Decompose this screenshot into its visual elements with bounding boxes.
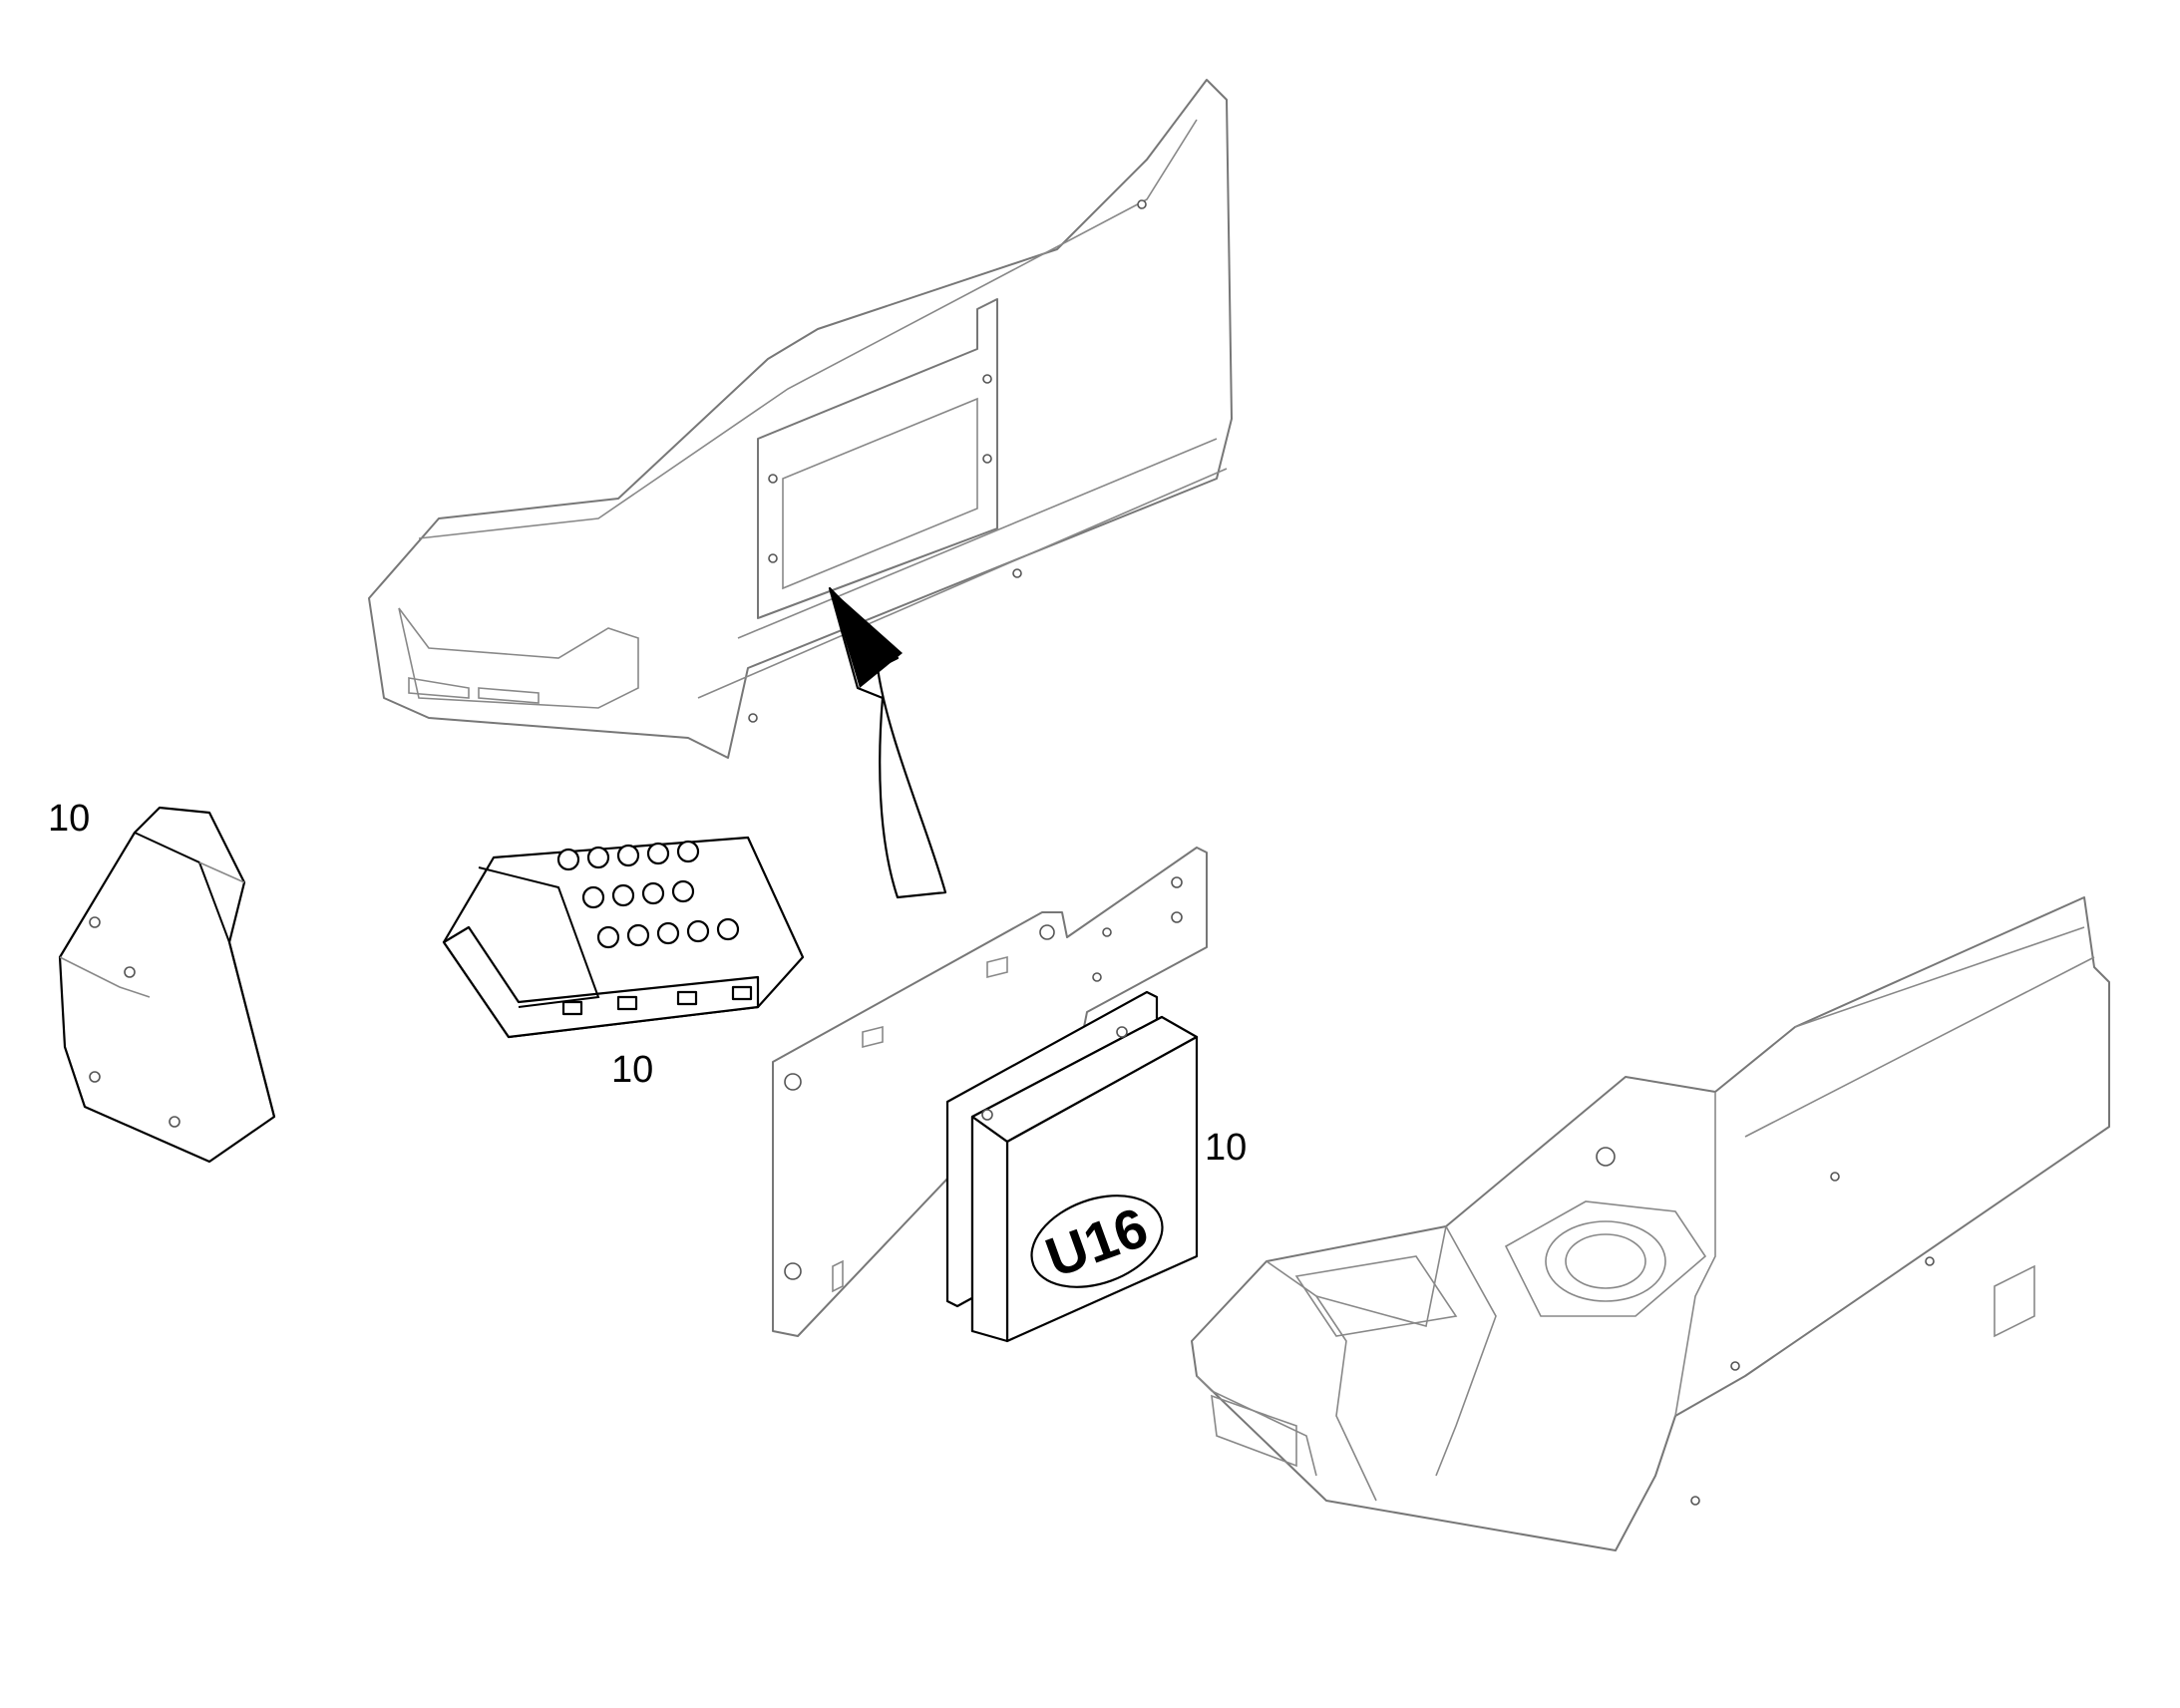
assembly-arrow [828,586,947,899]
callout-u16-module: 10 [1205,1127,1247,1169]
lower-dashboard-console [1191,896,2110,1551]
u16-label-oval [1030,1195,1164,1288]
callout-cover: 10 [48,798,90,840]
plug-array [556,840,740,949]
u16-control-module: U16 [945,990,1199,1343]
upper-dashboard-panel [368,79,1233,759]
connector-module-part [442,836,805,1039]
callout-connector-module: 10 [611,1049,653,1091]
left-cover-part [58,806,276,1164]
